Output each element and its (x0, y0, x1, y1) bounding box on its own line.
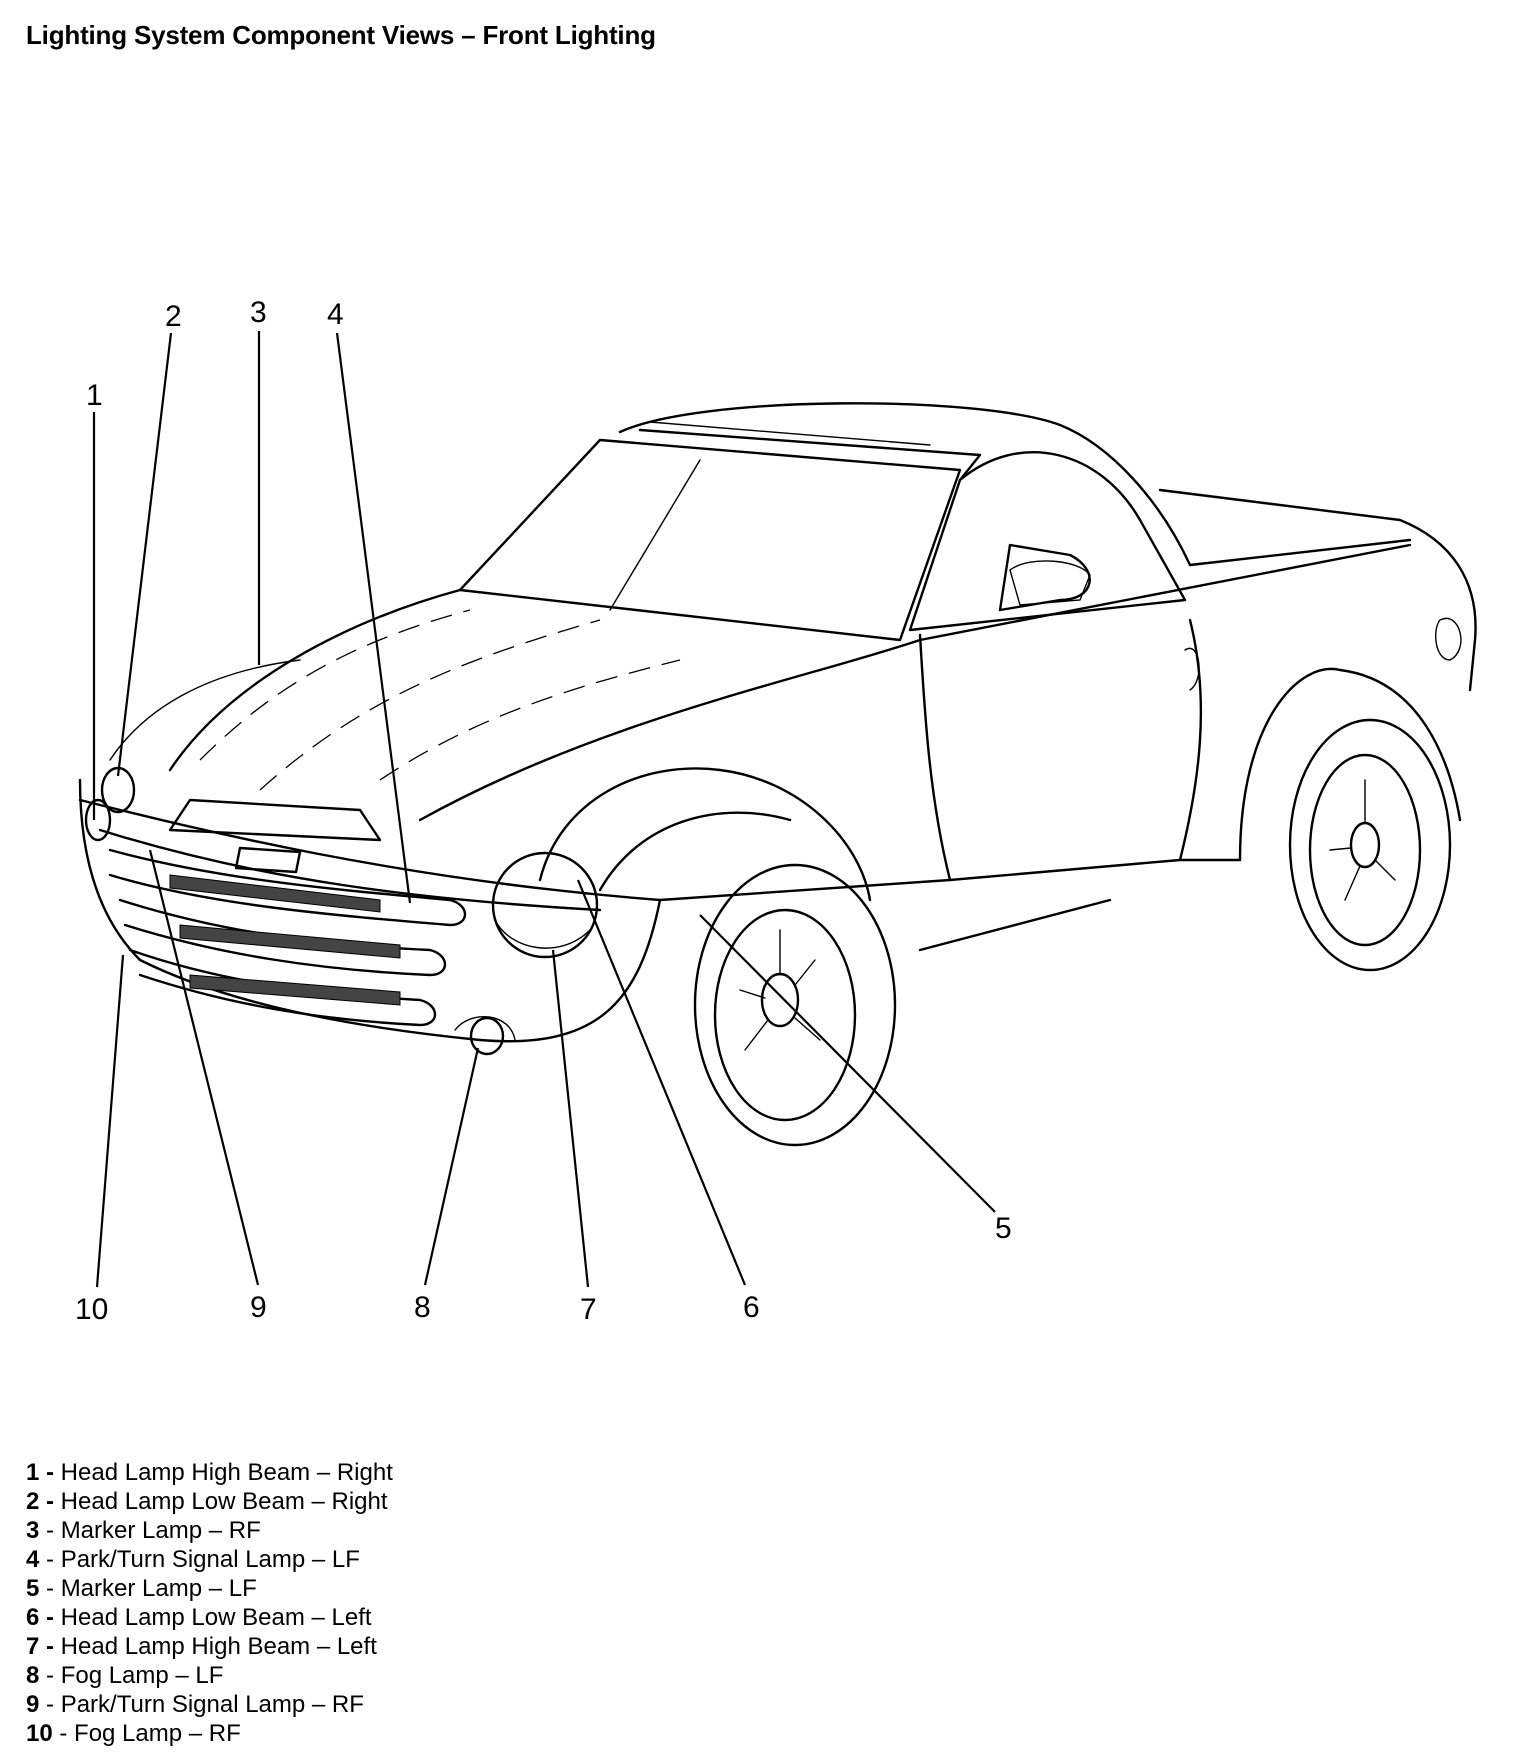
legend-number: 5 (26, 1575, 40, 1602)
callout-9: 9 (250, 1291, 267, 1324)
callout-numbers: 1 2 3 4 5 6 7 8 9 10 (75, 296, 1012, 1326)
leader-lines (92, 331, 996, 1288)
leader-9 (148, 849, 260, 1286)
leader-6 (576, 879, 747, 1286)
leader-5 (699, 914, 996, 1213)
legend-number: 10 (26, 1720, 53, 1747)
legend-item: 2 - Head Lamp Low Beam – Right (26, 1487, 393, 1516)
callout-2: 2 (165, 300, 182, 333)
legend-item: 5 - Marker Lamp – LF (26, 1574, 393, 1603)
legend-text: - Park/Turn Signal Lamp – LF (39, 1546, 360, 1573)
legend-number: 7 - (26, 1633, 55, 1660)
legend-text: Head Lamp Low Beam – Left (54, 1604, 372, 1631)
leader-4 (335, 332, 412, 904)
leader-8 (423, 1047, 480, 1286)
callout-6: 6 (743, 1291, 760, 1324)
callout-1: 1 (86, 379, 103, 412)
callout-3: 3 (250, 296, 267, 329)
legend-text: - Park/Turn Signal Lamp – RF (39, 1691, 364, 1718)
legend-item: 9 - Park/Turn Signal Lamp – RF (26, 1690, 393, 1719)
legend-text: - Marker Lamp – RF (39, 1517, 261, 1544)
legend-item: 8 - Fog Lamp – LF (26, 1661, 393, 1690)
legend-number: 2 - (26, 1488, 55, 1515)
callout-8: 8 (414, 1291, 431, 1324)
callout-5: 5 (995, 1212, 1012, 1245)
legend-item: 10 - Fog Lamp – RF (26, 1719, 393, 1748)
legend-number: 9 (26, 1691, 40, 1718)
page-title: Lighting System Component Views – Front … (26, 20, 656, 50)
callout-10: 10 (75, 1293, 108, 1326)
legend-item: 4 - Park/Turn Signal Lamp – LF (26, 1545, 393, 1574)
legend-item: 3 - Marker Lamp – RF (26, 1516, 393, 1545)
legend-text: - Fog Lamp – RF (52, 1720, 241, 1747)
legend-number: 6 - (26, 1604, 55, 1631)
leader-7 (551, 949, 590, 1288)
callout-7: 7 (580, 1293, 597, 1326)
leader-10 (95, 954, 125, 1288)
legend-number: 3 (26, 1517, 40, 1544)
legend-text: - Marker Lamp – LF (39, 1575, 257, 1602)
callout-4: 4 (327, 298, 344, 331)
legend-text: - Fog Lamp – LF (39, 1662, 224, 1689)
vehicle-line-drawing (78, 402, 1477, 1147)
legend-item: 7 - Head Lamp High Beam – Left (26, 1632, 393, 1661)
legend-text: Head Lamp High Beam – Right (54, 1459, 393, 1486)
legend-item: 1 - Head Lamp High Beam – Right (26, 1458, 393, 1487)
legend-item: 6 - Head Lamp Low Beam – Left (26, 1603, 393, 1632)
legend-number: 8 (26, 1662, 40, 1689)
legend-text: Head Lamp High Beam – Left (54, 1633, 377, 1660)
legend-text: Head Lamp Low Beam – Right (54, 1488, 388, 1515)
leader-2 (116, 332, 173, 777)
legend-number: 1 - (26, 1459, 55, 1486)
legend: 1 - Head Lamp High Beam – Right 2 - Head… (26, 1458, 393, 1748)
legend-number: 4 (26, 1546, 40, 1573)
vehicle-lighting-diagram: 1 2 3 4 5 6 7 8 9 10 (75, 296, 1477, 1326)
